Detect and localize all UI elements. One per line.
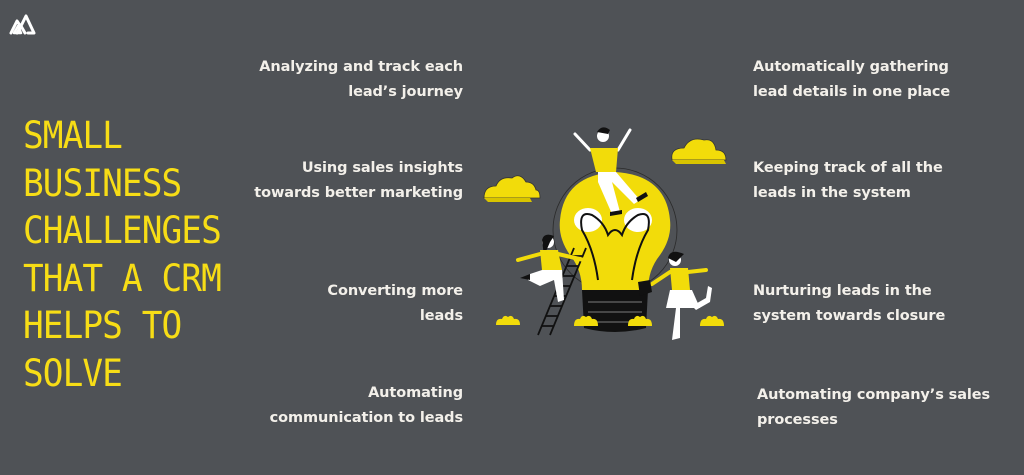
title-line: HELPS TO	[23, 304, 182, 347]
person-on-ladder	[516, 234, 586, 302]
challenge-text: Analyzing and track each	[259, 59, 463, 75]
title-line: BUSINESS	[23, 161, 182, 205]
title-line: SMALL	[23, 114, 123, 157]
challenge-text: Keeping track of all the	[753, 160, 943, 176]
bush-icon	[700, 315, 724, 326]
challenge-item: Analyzing and track each lead’s journey	[203, 55, 463, 105]
challenge-text: leads	[419, 308, 463, 324]
challenge-text: towards better marketing	[254, 185, 463, 201]
challenge-item: Using sales insights towards better mark…	[203, 156, 463, 206]
challenge-text: Automating company’s sales	[757, 387, 991, 403]
challenge-text: Nurturing leads in the	[753, 283, 932, 299]
challenge-text: lead’s journey	[348, 84, 463, 100]
mountain-logo-icon	[9, 14, 36, 35]
challenge-text: Converting more	[327, 283, 463, 299]
challenge-text: Using sales insights	[301, 160, 463, 176]
ladder-icon	[537, 247, 587, 336]
person-on-bulb	[573, 127, 648, 216]
challenge-item: Automating communication to leads	[203, 381, 463, 431]
challenge-item: Converting more leads	[203, 279, 463, 329]
title-line: CHALLENGES	[23, 209, 222, 252]
person-watering	[638, 251, 712, 340]
cloud-icon	[671, 138, 727, 164]
challenge-text: system towards closure	[753, 308, 946, 324]
challenge-text: leads in the system	[753, 185, 911, 201]
bush-icon	[628, 315, 652, 326]
bush-icon	[496, 315, 520, 325]
challenge-item: Automatically gathering lead details in …	[753, 55, 1018, 105]
challenge-item: Automating company’s sales processes	[757, 383, 1022, 433]
challenge-text: processes	[757, 412, 838, 428]
challenge-item: Nurturing leads in the system towards cl…	[753, 279, 1018, 329]
cloud-icon	[483, 175, 541, 202]
challenge-text: lead details in one place	[753, 84, 951, 100]
challenge-text: Automating	[368, 385, 463, 401]
bush-icon	[574, 315, 598, 326]
challenge-text: communication to leads	[269, 410, 463, 426]
challenge-item: Keeping track of all the leads in the sy…	[753, 156, 1018, 206]
title-line: SOLVE	[23, 351, 123, 395]
challenge-text: Automatically gathering	[753, 59, 949, 75]
lightbulb-illustration	[483, 127, 727, 340]
page-title: SMALL BUSINESS CHALLENGES THAT A CRM HEL…	[23, 112, 237, 397]
title-line: THAT A CRM	[23, 256, 222, 300]
